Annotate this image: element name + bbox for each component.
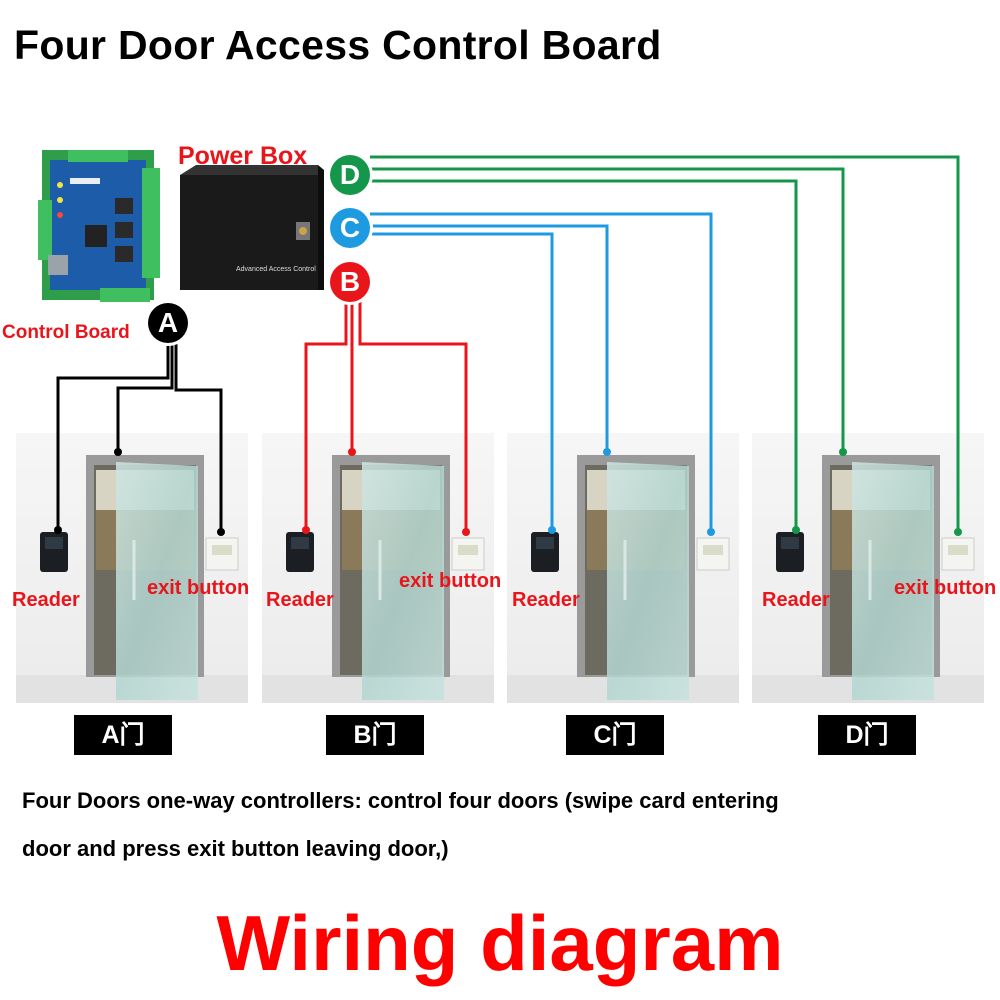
reader-label-d: Reader: [762, 589, 830, 611]
wire-endpoint-a-reader: [54, 526, 62, 534]
description-line-2: door and press exit button leaving door,…: [22, 836, 449, 861]
wire-endpoint-b-reader: [302, 526, 310, 534]
controller-d-circle: D: [330, 155, 370, 195]
wire-endpoint-b-lock: [348, 448, 356, 456]
description-line-1: Four Doors one-way controllers: control …: [22, 788, 779, 813]
wire-endpoint-a-lock: [114, 448, 122, 456]
reader-label-c: Reader: [512, 589, 580, 611]
reader-label-b: Reader: [266, 589, 334, 611]
wire-a-exit: [174, 340, 223, 532]
controller-a-circle: A: [148, 303, 188, 343]
wire-c-reader: [370, 232, 554, 530]
wire-endpoint-c-exit: [707, 528, 715, 536]
door-tag-b: B门: [326, 715, 424, 755]
wire-d-exit: [370, 155, 960, 532]
wiring-diagram-heading: Wiring diagram: [216, 899, 784, 987]
door-panel-d: [752, 433, 984, 703]
power-box-plate-text: Advanced Access Control: [236, 266, 316, 273]
power-box-label: Power Box: [178, 142, 308, 170]
wire-a-reader: [56, 340, 170, 530]
door-tag-c: C门: [566, 715, 664, 755]
wire-endpoint-b-exit: [462, 528, 470, 536]
wire-endpoint-d-reader: [792, 526, 800, 534]
wire-d-lock: [370, 167, 845, 452]
wire-endpoint-c-lock: [603, 448, 611, 456]
wire-endpoint-d-exit: [954, 528, 962, 536]
wire-b-exit: [358, 302, 468, 532]
page-title: Four Door Access Control Board: [14, 22, 662, 68]
door-panel-b: [262, 433, 494, 703]
wire-d-reader: [370, 179, 798, 530]
wire-endpoint-a-exit: [217, 528, 225, 536]
wire-b-reader: [304, 302, 348, 530]
exit-button-label-b: exit button: [399, 570, 502, 592]
control-board-image: [38, 150, 160, 302]
wire-a-lock: [116, 340, 174, 452]
control-board-label: Control Board: [2, 322, 130, 343]
wire-endpoint-c-reader: [548, 526, 556, 534]
wire-endpoint-d-lock: [839, 448, 847, 456]
door-panel-a: [16, 433, 248, 703]
door-panel-c: [507, 433, 739, 703]
door-tag-d: D门: [818, 715, 916, 755]
power-box-image: [180, 165, 324, 290]
exit-button-label-d: exit button: [894, 577, 997, 599]
wire-c-lock: [370, 224, 609, 452]
controller-b-circle: B: [330, 262, 370, 302]
exit-button-label-a: exit button: [147, 577, 250, 599]
reader-label-a: Reader: [12, 589, 80, 611]
wire-c-exit: [370, 212, 713, 532]
door-tag-a: A门: [74, 715, 172, 755]
controller-c-circle: C: [330, 208, 370, 248]
